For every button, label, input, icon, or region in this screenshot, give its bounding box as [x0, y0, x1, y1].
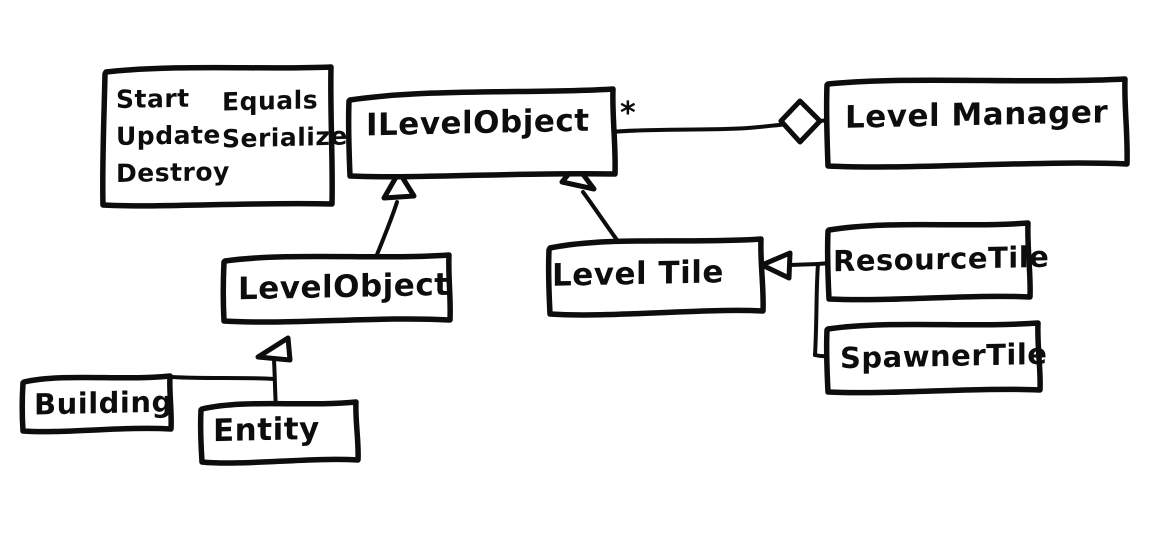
- methods-column-right: Equals Serialize: [222, 80, 348, 157]
- class-label-leveltile: Level Tile: [552, 254, 724, 294]
- connector-inheritance-tiles: [759, 250, 840, 359]
- methods-column-left: Start Update Destroy: [116, 79, 230, 192]
- connector-inheritance-levelobject-children: [170, 335, 293, 410]
- leveltile-box: [545, 236, 766, 318]
- class-label-building: Building: [34, 384, 173, 422]
- method-equals: Equals: [222, 85, 319, 117]
- method-serialize: Serialize: [222, 121, 348, 154]
- methods-box: [99, 64, 335, 209]
- class-label-entity: Entity: [213, 410, 320, 450]
- method-destroy: Destroy: [116, 157, 230, 188]
- aggregation-diamond: [778, 98, 823, 145]
- connector-aggregation-levelmanager: [609, 98, 831, 145]
- class-label-ilevelobject: ILevelObject: [366, 102, 590, 144]
- connector-inheritance-levelobject: [372, 169, 417, 264]
- class-label-levelobject: LevelObject: [238, 266, 450, 308]
- building-box: [19, 373, 174, 435]
- resourcetile-box: [824, 220, 1033, 303]
- class-label-spawnertile: SpawnerTile: [840, 336, 1048, 376]
- ilevelobject-box: [345, 86, 618, 180]
- spawnertile-box: [823, 320, 1043, 396]
- inheritance-triangle-levelobject-children: [255, 335, 293, 363]
- inheritance-triangle-leveltile-children: [759, 250, 793, 281]
- entity-box: [197, 399, 361, 466]
- method-update: Update: [116, 120, 221, 151]
- levelobject-box: [220, 252, 453, 325]
- levelmanager-box: [823, 76, 1130, 170]
- method-start: Start: [116, 83, 190, 114]
- multiplicity-star: *: [620, 96, 637, 131]
- class-label-levelmanager: Level Manager: [845, 94, 1109, 136]
- inheritance-triangle-levelobject: [381, 169, 417, 201]
- class-label-resourcetile: ResourceTile: [833, 239, 1050, 279]
